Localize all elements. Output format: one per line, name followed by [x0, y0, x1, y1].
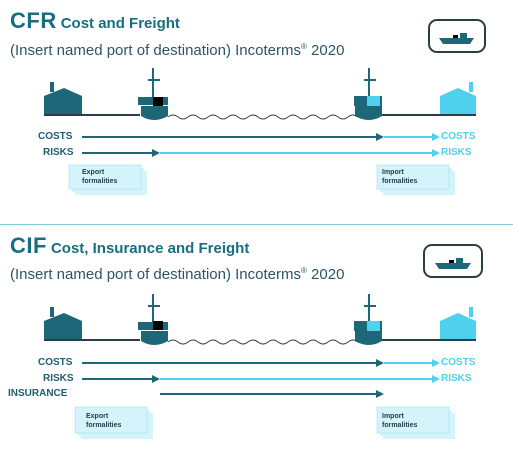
- cif-costs-label: COSTS: [38, 357, 73, 368]
- cif-code: CIF: [10, 233, 47, 258]
- cfr-code: CFR: [10, 8, 57, 33]
- origin-ship-icon: [138, 294, 168, 345]
- cfr-subtitle-year: 2020: [306, 42, 345, 59]
- section-divider: [0, 224, 513, 225]
- cif-registered-mark: ®: [300, 266, 307, 275]
- seller-factory-icon: [44, 82, 82, 114]
- cif-costs-right-label: COSTS: [441, 357, 476, 368]
- cfr-export-formalities: Export formalities: [82, 169, 118, 185]
- cif-risks-right-label: RISKS: [441, 373, 472, 384]
- cfr-import-formalities: Import formalities: [382, 169, 418, 185]
- cif-name: Cost, Insurance and Freight: [50, 240, 250, 257]
- cif-import-formalities: Import formalities: [382, 413, 418, 429]
- cif-risks-label: RISKS: [43, 373, 74, 384]
- cfr-costs-right-label: COSTS: [441, 131, 476, 142]
- destination-ship-icon: [354, 68, 382, 120]
- cfr-name: Cost and Freight: [60, 15, 180, 32]
- cif-vessel-badge: [423, 244, 483, 278]
- cfr-risks-label: RISKS: [43, 147, 74, 158]
- sea-wave-icon: [167, 114, 359, 120]
- vessel-icon: [439, 33, 474, 44]
- cif-export-formalities: Export formalities: [86, 413, 122, 429]
- cfr-vessel-badge: [428, 19, 486, 53]
- buyer-factory-icon: [440, 307, 476, 339]
- cif-subtitle-text: (Insert named port of destination) Incot…: [10, 266, 301, 283]
- vessel-icon: [435, 258, 471, 269]
- buyer-factory-icon: [440, 82, 476, 114]
- cif-subtitle-year: 2020: [306, 266, 345, 283]
- seller-factory-icon: [44, 307, 82, 339]
- cif-insurance-label: INSURANCE: [8, 388, 68, 399]
- destination-ship-icon: [354, 294, 382, 345]
- origin-ship-icon: [138, 68, 168, 120]
- cfr-subtitle: (Insert named port of destination) Incot…: [10, 42, 344, 59]
- cfr-risks-right-label: RISKS: [441, 147, 472, 158]
- cfr-registered-mark: ®: [300, 42, 307, 51]
- cfr-costs-label: COSTS: [38, 131, 73, 142]
- cif-subtitle: (Insert named port of destination) Incot…: [10, 266, 344, 283]
- sea-wave-icon: [167, 339, 359, 345]
- cfr-subtitle-text: (Insert named port of destination) Incot…: [10, 42, 301, 59]
